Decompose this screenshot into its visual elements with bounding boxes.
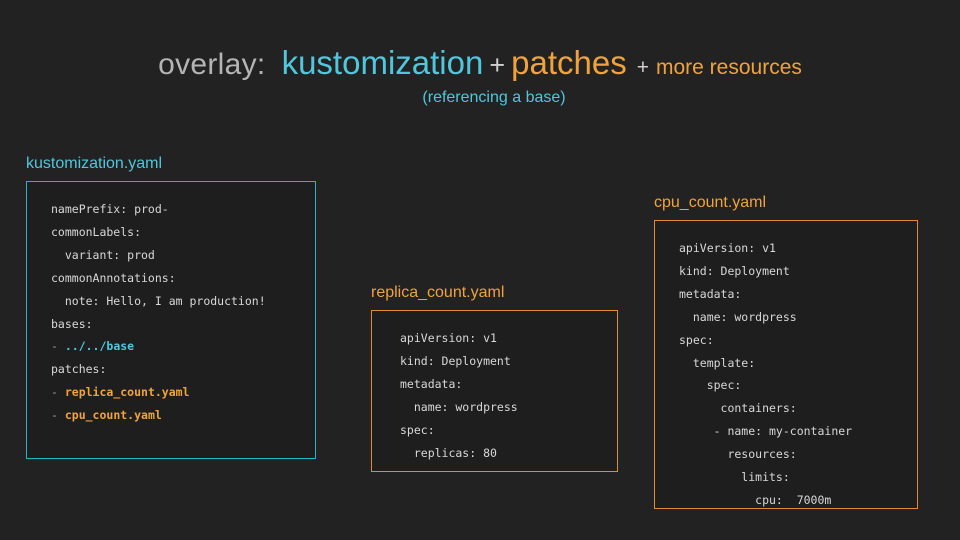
- code-line: spec:: [679, 374, 903, 397]
- code-line: limits:: [679, 466, 903, 489]
- code-token: bases:: [51, 316, 93, 331]
- headline-overlay-label: overlay:: [158, 48, 266, 81]
- code-token: template:: [679, 355, 756, 370]
- code-line: commonLabels:: [51, 221, 301, 244]
- code-line: - replica_count.yaml: [51, 381, 301, 404]
- slide-header: overlay:kustomization+patches+more resou…: [0, 46, 960, 107]
- code-token: kind: Deployment: [679, 263, 790, 278]
- code-line: commonAnnotations:: [51, 267, 301, 290]
- code-content-kustomization-yaml: namePrefix: prod-commonLabels: variant: …: [51, 198, 301, 427]
- panel-cpu-count-yaml: cpu_count.yaml apiVersion: v1 kind: Deplo…: [654, 195, 918, 509]
- headline-more-resources-label: more resources: [655, 56, 802, 79]
- code-line: resources:: [679, 443, 903, 466]
- panel-replica-count-yaml: replica_count.yaml apiVersion: v1 kind: D…: [371, 285, 618, 472]
- headline: overlay:kustomization+patches+more resou…: [0, 46, 960, 80]
- code-line: patches:: [51, 358, 301, 381]
- code-line: - cpu_count.yaml: [51, 404, 301, 427]
- headline-plus-2: +: [636, 56, 649, 79]
- panel-title-cpu-count-yaml: cpu_count.yaml: [654, 194, 767, 211]
- code-token: ../../base: [64, 339, 135, 354]
- code-line: name: wordpress: [679, 306, 903, 329]
- code-line: variant: prod: [51, 244, 301, 267]
- code-token: cpu: 7000m: [679, 492, 832, 507]
- code-token: commonAnnotations:: [51, 270, 176, 285]
- code-token: - name: my-container: [679, 424, 853, 439]
- code-line: bases:: [51, 313, 301, 336]
- code-token: cpu_count.yaml: [64, 408, 162, 423]
- code-line: name: wordpress: [400, 396, 603, 419]
- headline-kustomization-label: kustomization: [281, 44, 484, 81]
- code-box-kustomization-yaml: namePrefix: prod-commonLabels: variant: …: [26, 181, 316, 459]
- panel-title-replica-count-yaml: replica_count.yaml: [371, 284, 505, 301]
- headline-plus-1: +: [489, 50, 506, 80]
- code-line: kind: Deployment: [679, 260, 903, 283]
- code-line: kind: Deployment: [400, 350, 603, 373]
- code-token: apiVersion: v1: [679, 241, 776, 255]
- code-line: containers:: [679, 397, 903, 420]
- code-token: containers:: [679, 401, 797, 416]
- code-token: name: wordpress: [679, 309, 797, 324]
- code-token: spec:: [679, 332, 714, 347]
- code-token: replica_count.yaml: [64, 385, 190, 400]
- code-line: template:: [679, 352, 903, 375]
- code-line: apiVersion: v1: [400, 327, 603, 350]
- code-line: spec:: [400, 419, 603, 442]
- code-line: cpu: 7000m: [679, 489, 903, 512]
- panel-title-kustomization-yaml: kustomization.yaml: [26, 155, 163, 172]
- code-token: metadata:: [679, 286, 742, 301]
- code-token: kind: Deployment: [400, 353, 511, 368]
- headline-patches-label: patches: [511, 44, 627, 81]
- code-token: variant: prod: [51, 247, 155, 262]
- code-token: name: wordpress: [400, 399, 518, 414]
- code-token: spec:: [679, 378, 742, 393]
- code-token: commonLabels:: [51, 224, 142, 239]
- code-line: namePrefix: prod-: [51, 198, 301, 221]
- code-line: - name: my-container: [679, 420, 903, 443]
- code-line: metadata:: [400, 373, 603, 396]
- code-line: apiVersion: v1: [679, 237, 903, 260]
- code-token: metadata:: [400, 376, 463, 391]
- code-token: -: [51, 339, 65, 354]
- headline-subtitle: (referencing a base): [422, 89, 566, 106]
- code-token: resources:: [679, 447, 797, 462]
- code-token: -: [51, 385, 65, 400]
- panel-kustomization-yaml: kustomization.yaml namePrefix: prod-comm…: [26, 156, 316, 459]
- code-token: -: [51, 408, 65, 423]
- code-token: patches:: [51, 362, 107, 377]
- code-token: apiVersion: v1: [400, 331, 497, 345]
- code-line: replicas: 80: [400, 442, 603, 465]
- code-token: replicas: 80: [400, 445, 497, 460]
- code-token: limits:: [679, 470, 790, 485]
- code-token: spec:: [400, 422, 435, 437]
- code-line: note: Hello, I am production!: [51, 290, 301, 313]
- code-token: namePrefix: prod-: [51, 202, 169, 216]
- code-line: spec:: [679, 329, 903, 352]
- code-line: - ../../base: [51, 335, 301, 358]
- code-line: metadata:: [679, 283, 903, 306]
- code-token: note: Hello, I am production!: [51, 293, 266, 308]
